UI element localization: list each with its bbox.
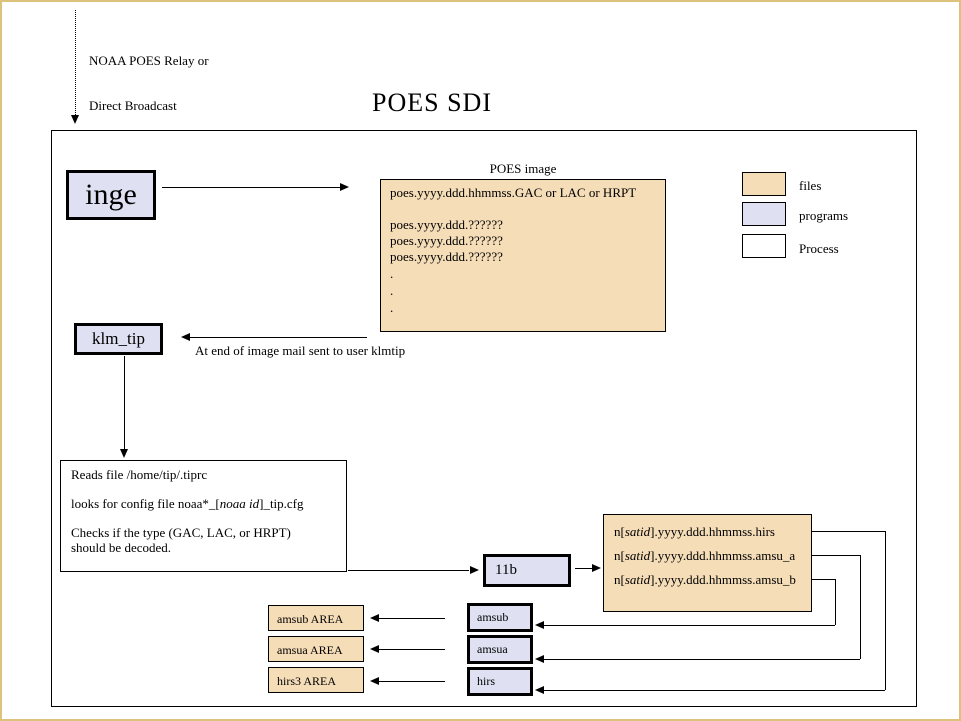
feed-source-label-line1: NOAA POES Relay or xyxy=(89,53,209,68)
amsub-area-label: amsub AREA xyxy=(277,612,344,626)
page-title: POES SDI xyxy=(372,88,492,117)
route-hirs-head-icon xyxy=(535,686,544,694)
reads-line4: should be decoded. xyxy=(71,539,172,555)
satid-row-post: ].yyyy.ddd.hhmmss.amsu_a xyxy=(650,548,796,563)
route-amsub-down-line xyxy=(835,579,836,625)
poes-image-line: . xyxy=(390,266,394,281)
hirs3-area-box: hirs3 AREA xyxy=(268,667,364,693)
reads-config-box: Reads file /home/tip/.tiprc looks for co… xyxy=(60,460,347,572)
legend-files-swatch xyxy=(742,172,786,196)
satid-row-post: ].yyyy.ddd.hhmmss.hirs xyxy=(650,524,775,539)
satid-row-italic: satid xyxy=(624,548,651,563)
route-amsua-out-line xyxy=(812,555,860,556)
legend-programs-label: programs xyxy=(799,208,849,223)
node-11b-label: 11b xyxy=(495,562,517,578)
poes-image-line: poes.yyyy.ddd.hhmmss.GAC or LAC or HRPT xyxy=(390,185,637,200)
amsub-node: amsub xyxy=(467,603,533,632)
route-hirs-down-line xyxy=(885,531,886,690)
route-amsub-head-icon xyxy=(535,621,544,629)
inge-node-label: inge xyxy=(85,178,137,211)
poes-image-caption: POES image xyxy=(489,161,557,176)
satid-row-post: ].yyyy.ddd.hhmmss.amsu_b xyxy=(650,572,796,587)
node-11b: 11b xyxy=(483,554,571,587)
arrow-image-to-klmtip-head-icon xyxy=(181,333,190,341)
reads-line1: Reads file /home/tip/.tiprc xyxy=(71,467,208,482)
satid-row-amsua: n[satid].yyyy.ddd.hhmmss.amsu_a xyxy=(614,548,811,572)
arrow-reads-to-11b-head-icon xyxy=(470,566,479,574)
arrow-klmtip-to-reads-head-icon xyxy=(120,449,128,458)
arrow-inge-to-image-head-icon xyxy=(340,183,349,191)
satid-row-pre: n[ xyxy=(614,524,625,539)
mail-note: At end of image mail sent to user klmtip xyxy=(195,343,406,358)
amsua-node: amsua xyxy=(467,635,533,664)
arrow-amsua-to-area-line xyxy=(379,649,445,650)
arrow-amsub-to-area-line xyxy=(379,618,445,619)
poes-image-line: poes.yyyy.ddd.?????? xyxy=(390,217,503,232)
satid-row-pre: n[ xyxy=(614,572,625,587)
poes-image-file-box: poes.yyyy.ddd.hhmmss.GAC or LAC or HRPT … xyxy=(380,179,666,332)
hirs-node-label: hirs xyxy=(477,674,495,688)
poes-image-line: poes.yyyy.ddd.?????? xyxy=(390,233,503,248)
arrow-amsua-to-area-head-icon xyxy=(370,645,379,653)
amsua-area-box: amsua AREA xyxy=(268,636,364,662)
legend-process-swatch xyxy=(742,234,786,258)
legend-files-label: files xyxy=(799,178,822,193)
arrow-klmtip-to-reads-line xyxy=(124,356,125,449)
arrow-hirs-to-area-line xyxy=(379,681,445,682)
amsub-area-box: amsub AREA xyxy=(268,605,364,631)
route-amsua-head-icon xyxy=(535,655,544,663)
reads-line3: Checks if the type (GAC, LAC, or HRPT) xyxy=(71,525,291,540)
poes-image-line: poes.yyyy.ddd.?????? xyxy=(390,249,503,264)
satid-row-pre: n[ xyxy=(614,548,625,563)
route-amsua-down-line xyxy=(860,555,861,659)
process-boundary-rect xyxy=(51,130,917,707)
klm-tip-node: klm_tip xyxy=(74,323,163,355)
arrow-11b-to-satid-line xyxy=(575,568,592,569)
amsua-area-label: amsua AREA xyxy=(277,643,343,657)
arrow-hirs-to-area-head-icon xyxy=(370,677,379,685)
arrow-image-to-klmtip-line xyxy=(190,337,367,338)
poes-image-line: . xyxy=(390,300,394,315)
arrow-reads-to-11b-line xyxy=(348,570,469,571)
arrow-11b-to-satid-head-icon xyxy=(592,564,601,572)
route-amsua-in-line xyxy=(544,659,860,660)
feed-dotted-line xyxy=(75,10,76,117)
poes-image-line: . xyxy=(390,283,394,298)
inge-node: inge xyxy=(66,170,156,220)
feed-arrowhead-icon xyxy=(71,115,79,124)
feed-source-label-line2: Direct Broadcast xyxy=(89,98,177,113)
route-hirs-in-line xyxy=(544,690,885,691)
satid-row-amsub: n[satid].yyyy.ddd.hhmmss.amsu_b xyxy=(614,572,811,596)
legend-process-label: Process xyxy=(799,241,839,256)
reads-line2: looks for config file noaa*_[noaa id]_ti… xyxy=(71,496,346,512)
satid-row-italic: satid xyxy=(624,572,651,587)
route-amsub-out-line xyxy=(812,579,835,580)
feed-source-label: NOAA POES Relay or Direct Broadcast xyxy=(89,23,209,143)
satid-row-hirs: n[satid].yyyy.ddd.hhmmss.hirs xyxy=(614,524,811,548)
klm-tip-node-label: klm_tip xyxy=(92,329,145,348)
amsub-node-label: amsub xyxy=(477,610,509,624)
reads-line2-post: ]_tip.cfg xyxy=(259,496,304,511)
reads-line2-pre: looks for config file noaa*_[ xyxy=(71,496,220,511)
satid-row-italic: satid xyxy=(624,524,651,539)
reads-line2-italic: noaa id xyxy=(219,496,260,511)
amsua-node-label: amsua xyxy=(477,642,508,656)
route-hirs-out-line xyxy=(812,531,885,532)
arrow-amsub-to-area-head-icon xyxy=(370,614,379,622)
reads-spacer xyxy=(71,483,346,498)
hirs3-area-label: hirs3 AREA xyxy=(277,674,337,688)
route-amsub-in-line xyxy=(544,625,835,626)
arrow-inge-to-image-line xyxy=(162,187,340,188)
reads-spacer xyxy=(71,512,346,527)
hirs-node: hirs xyxy=(467,667,533,696)
legend-programs-swatch xyxy=(742,202,786,226)
poes-image-line xyxy=(390,201,665,217)
satid-file-box: n[satid].yyyy.ddd.hhmmss.hirs n[satid].y… xyxy=(603,514,812,612)
